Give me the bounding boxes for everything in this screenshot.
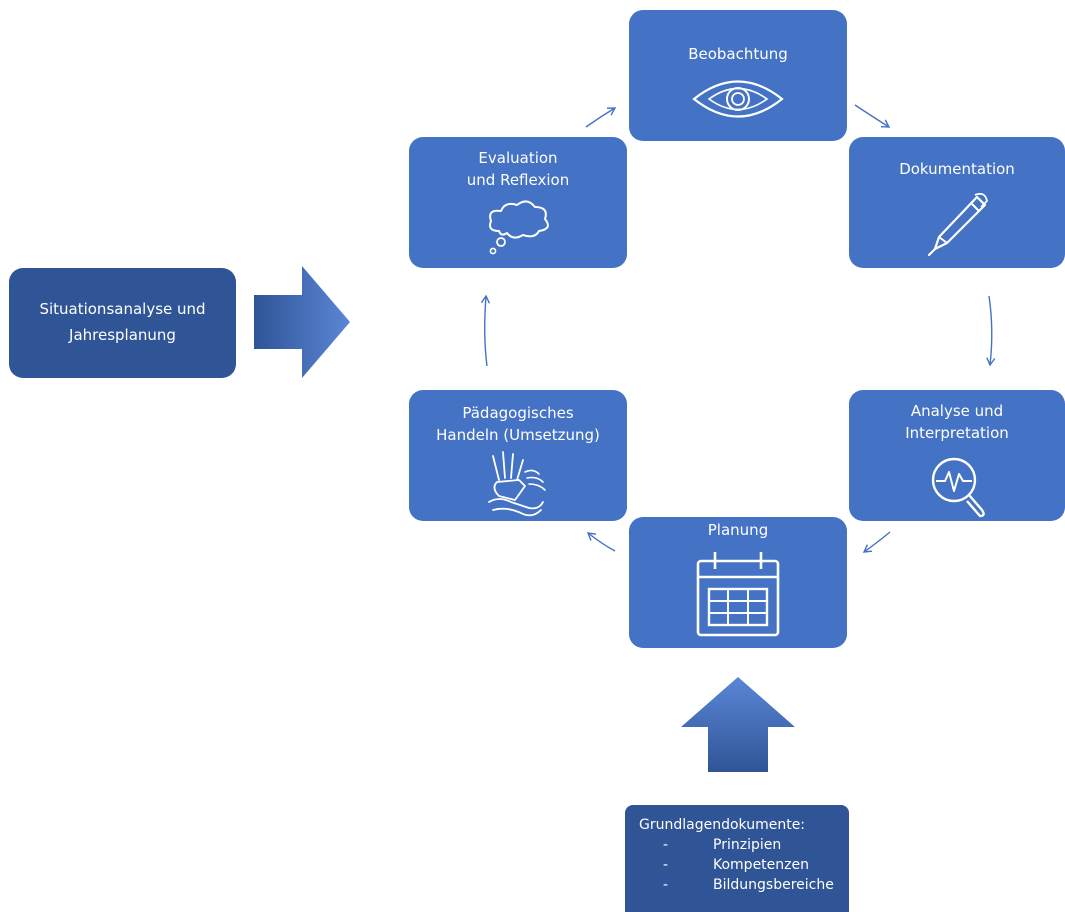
dokumentation-box: Dokumentation — [849, 137, 1065, 268]
list-item-text: Prinzipien — [713, 837, 782, 853]
magnifier-pulse-icon — [914, 450, 1000, 524]
paedagogisches-box: Pädagogisches Handeln (Umsetzung) — [409, 390, 627, 521]
evaluation-box: Evaluation und Reflexion — [409, 137, 627, 268]
situationsanalyse-line1: Situationsanalyse und — [39, 300, 206, 318]
planung-box: Planung — [629, 517, 847, 648]
situationsanalyse-line2: Jahresplanung — [69, 326, 176, 344]
pen-icon — [925, 192, 989, 261]
analyse-box: Analyse und Interpretation — [849, 390, 1065, 521]
paedagogisches-label-line1: Pädagogisches — [462, 404, 574, 422]
paedagogisches-label-line2: Handeln (Umsetzung) — [436, 426, 600, 444]
big-arrow-right — [254, 266, 350, 378]
arrow-evaluation-to-beobachtung — [585, 107, 617, 128]
arrow-analyse-to-planung — [862, 531, 891, 553]
list-item: - Bildungsbereiche — [639, 875, 849, 895]
grundlagendokumente-box: Grundlagendokumente: - Prinzipien - Komp… — [625, 805, 849, 912]
sign-language-hands-icon — [485, 450, 551, 524]
arrow-beobachtung-to-dokumentation — [854, 104, 891, 128]
evaluation-label-line2: und Reflexion — [466, 171, 570, 189]
situationsanalyse-box: Situationsanalyse und Jahresplanung — [9, 268, 236, 378]
grundlagendokumente-title: Grundlagendokumente: — [639, 817, 806, 833]
big-arrow-up — [681, 677, 795, 772]
list-bullet: - — [663, 857, 669, 873]
dokumentation-label: Dokumentation — [899, 160, 1015, 178]
analyse-label-line2: Interpretation — [905, 424, 1009, 442]
beobachtung-label: Beobachtung — [688, 45, 788, 63]
grundlagendokumente-list: - Prinzipien - Kompetenzen - Bildungsber… — [625, 835, 849, 895]
evaluation-label-line1: Evaluation — [478, 149, 558, 167]
beobachtung-box: Beobachtung — [629, 10, 847, 141]
list-bullet: - — [663, 877, 669, 893]
calendar-icon — [695, 549, 781, 643]
arrow-paedagogisches-to-evaluation — [480, 294, 491, 367]
list-item: - Prinzipien — [639, 835, 849, 855]
analyse-label-line1: Analyse und — [910, 402, 1004, 420]
eye-icon — [691, 76, 785, 126]
arrow-dokumentation-to-analyse — [986, 295, 996, 367]
thought-bubble-icon — [483, 199, 553, 261]
list-item: - Kompetenzen — [639, 855, 849, 875]
list-item-text: Bildungsbereiche — [713, 877, 834, 893]
list-bullet: - — [663, 837, 669, 853]
planung-label: Planung — [707, 521, 769, 539]
arrow-planung-to-paedagogisches — [586, 532, 616, 552]
list-item-text: Kompetenzen — [713, 857, 809, 873]
